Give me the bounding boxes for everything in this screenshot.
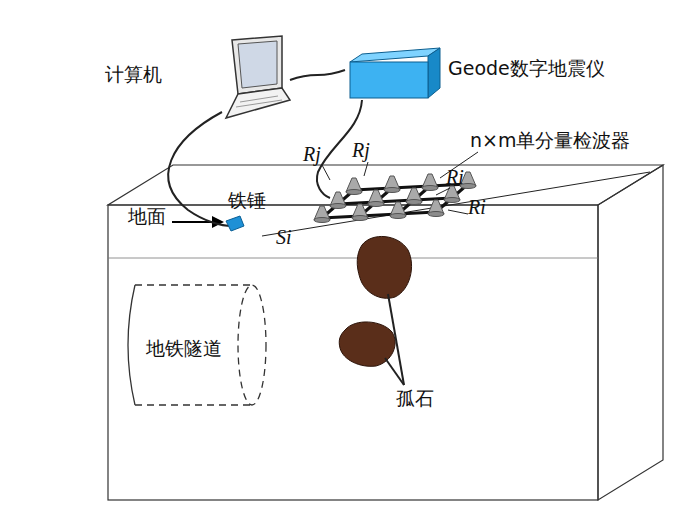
receiver-label: Ri (468, 196, 486, 219)
leader-line (436, 188, 450, 195)
seismograph-node: Geode数字地震仪 (345, 46, 675, 104)
leader-line (385, 358, 404, 385)
node-label: 计算机 (105, 64, 162, 86)
leader-line (448, 210, 468, 214)
geode-box (350, 48, 440, 98)
earth-block (108, 165, 663, 500)
tunnel-node: 地铁隧道 (140, 334, 240, 366)
laptop (226, 36, 290, 118)
receiver-label: Ri (446, 166, 464, 189)
tunnel-end (128, 285, 135, 405)
node-label: 地铁隧道 (146, 338, 222, 360)
receiver-label: Rj (303, 143, 321, 166)
leader-line (364, 162, 368, 176)
leader-line (322, 165, 330, 180)
source-label: Si (276, 226, 292, 249)
boulder (357, 236, 411, 298)
boulder-label: 孤石 (396, 388, 434, 410)
tunnel (135, 285, 266, 405)
ground-label: 地面 (128, 206, 166, 228)
computer-node: 计算机 (95, 32, 290, 136)
cable (290, 70, 345, 80)
geophone-label: n×m单分量检波器 (470, 130, 630, 152)
leader-line (388, 294, 404, 385)
hammer-label: 铁锤 (228, 190, 266, 212)
hammer-cable (168, 112, 232, 226)
hammer (226, 216, 244, 231)
receiver-label: Rj (352, 139, 370, 162)
node-label: Geode数字地震仪 (448, 58, 605, 80)
ground-arrow (172, 216, 224, 228)
